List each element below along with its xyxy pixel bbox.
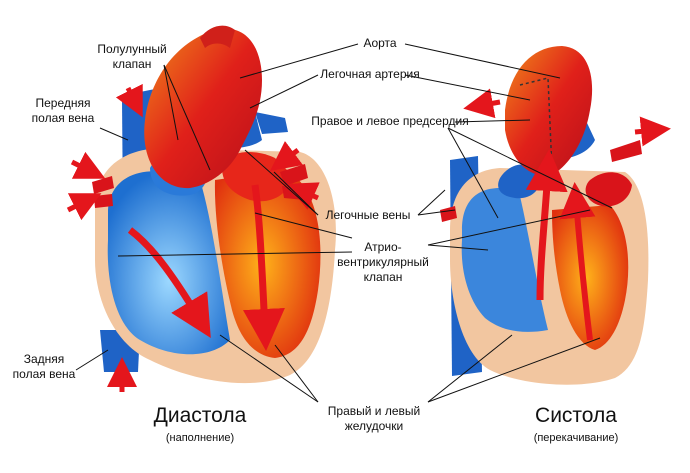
inflow-arrow <box>286 182 320 210</box>
diastole-subtitle: (наполнение) <box>165 432 235 444</box>
diastole-flow-arrow-left <box>242 184 285 351</box>
systole-title: Систола <box>535 404 617 427</box>
systole-right-ventricle <box>461 188 548 332</box>
outflow-arrow <box>634 116 671 147</box>
posterior-vena-cava-line2: полая вена <box>12 367 76 381</box>
pulmonary-veins-label: Легочные вены <box>325 208 411 222</box>
diastole-heart <box>66 25 336 392</box>
systole-flow-arrow-right <box>525 149 568 301</box>
inflow-arrow <box>66 193 102 221</box>
outflow-arrow <box>463 88 501 119</box>
ventricles-label: Правый и левый желудочки <box>318 404 430 434</box>
systole-flow-arrow-left <box>559 182 596 341</box>
diastole-left-ventricle <box>214 170 321 358</box>
diastole-aorta <box>144 28 262 189</box>
av-valve-line2: вентрикулярный <box>337 255 429 269</box>
inflow-arrow <box>70 151 106 179</box>
av-valve-label: Атрио- вентрикулярный клапан <box>328 240 438 285</box>
semilunar-valve-label-line1: Полулунный <box>97 42 167 56</box>
systole-subtitle: (перекачивание) <box>533 432 619 444</box>
atria-label: Правое и левое предсердия <box>311 114 469 128</box>
posterior-vena-cava-line1: Задняя <box>23 352 65 366</box>
ventricles-line1: Правый и левый <box>327 404 421 418</box>
semilunar-valve-label: Полулунный клапан <box>92 42 172 72</box>
inflow-arrow <box>115 83 143 118</box>
systole-aorta <box>505 46 593 176</box>
diastole-title: Диастола <box>153 404 247 427</box>
leader-lines <box>75 43 613 403</box>
posterior-vena-cava-label: Задняя полая вена <box>4 352 84 382</box>
anterior-vena-cava-line1: Передняя <box>35 96 91 110</box>
systole-left-ventricle <box>552 205 629 350</box>
anterior-vena-cava-label: Передняя полая вена <box>22 96 104 126</box>
av-valve-line3: клапан <box>363 270 403 284</box>
inflow-arrow <box>270 141 303 171</box>
aorta-label: Аорта <box>363 36 397 50</box>
av-valve-line1: Атрио- <box>364 240 402 254</box>
ventricles-line2: желудочки <box>344 419 404 433</box>
systole-heart <box>440 46 671 385</box>
semilunar-valve-label-line2: клапан <box>112 57 152 71</box>
anterior-vena-cava-line2: полая вена <box>31 111 95 125</box>
pulmonary-artery-label: Легочная артерия <box>320 67 420 81</box>
diastole-flow-arrow-right <box>127 227 211 339</box>
